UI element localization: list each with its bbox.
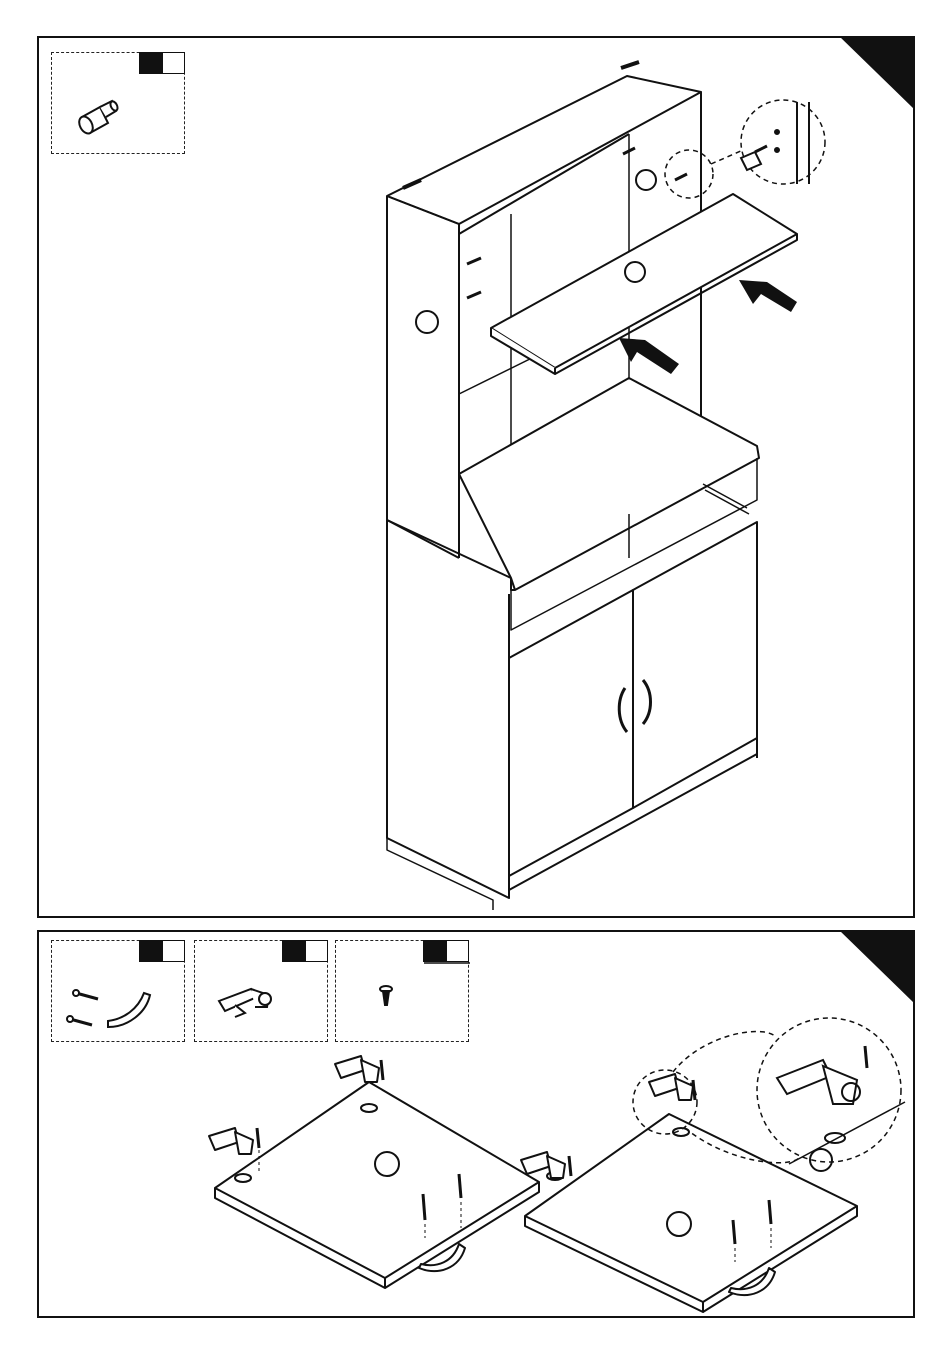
step-2-panel [37,930,915,1318]
door-hinge-and-handle-drawing [39,932,917,1320]
cabinet-shelf-installation-drawing [39,38,917,920]
step-1-panel [37,36,915,918]
